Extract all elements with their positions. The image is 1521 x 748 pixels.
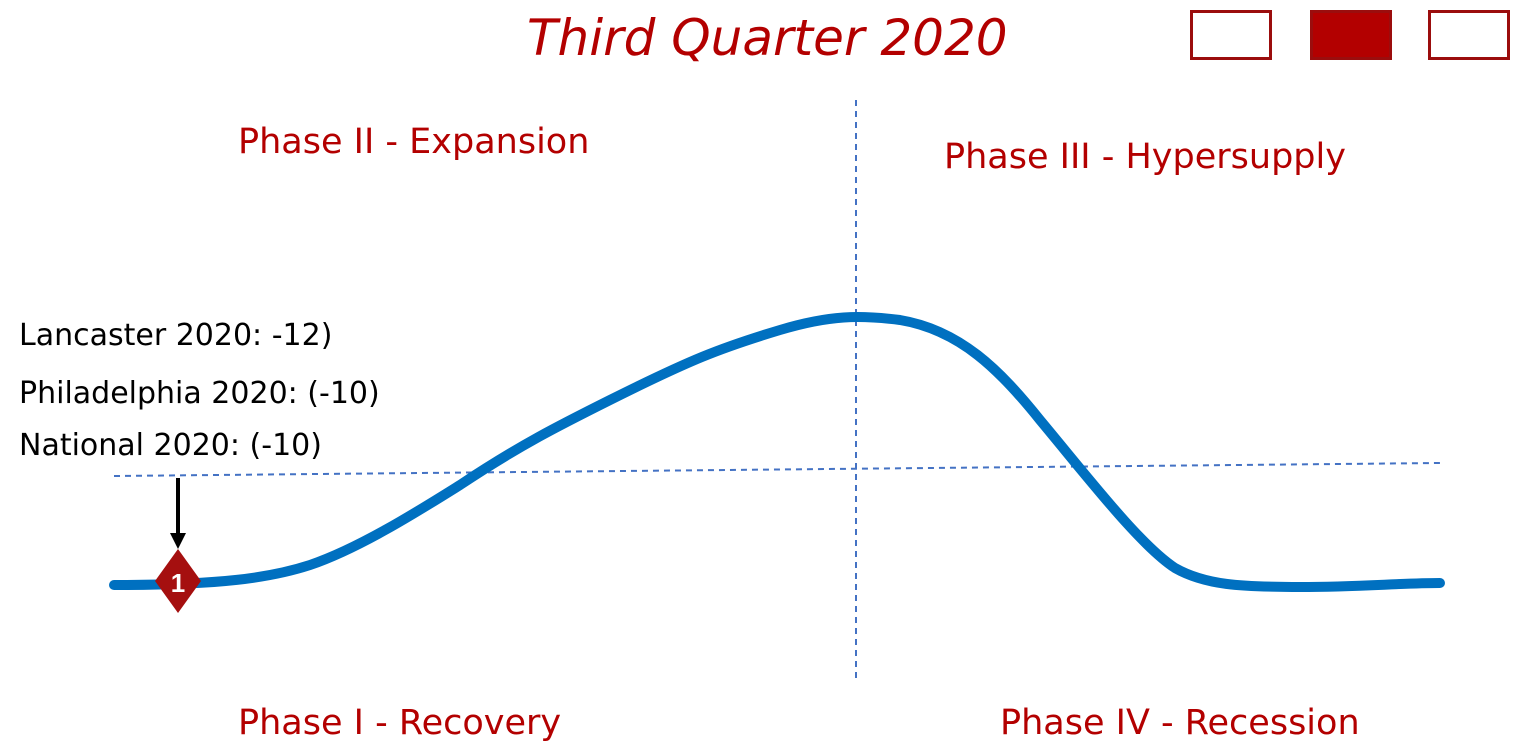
quarter-indicator-3 xyxy=(1428,10,1510,60)
phase-recession-label: Phase IV - Recession xyxy=(1000,703,1360,743)
diagram-title: Third Quarter 2020 xyxy=(527,9,1008,67)
phase-expansion-label: Phase II - Expansion xyxy=(238,122,590,162)
phase-hypersupply-label: Phase III - Hypersupply xyxy=(944,137,1346,177)
market-cycle-curve xyxy=(109,312,1445,592)
quarter-indicator-1 xyxy=(1190,10,1272,60)
market-position-marker xyxy=(155,549,201,613)
horizontal-divider-line xyxy=(113,462,1441,477)
phase-recovery-label: Phase I - Recovery xyxy=(238,703,562,743)
philadelphia-label: Philadelphia 2020: (-10) xyxy=(19,376,380,411)
national-label: National 2020: (-10) xyxy=(19,428,322,463)
marker-arrow-head xyxy=(170,533,186,549)
quarter-indicator-2 xyxy=(1310,10,1392,60)
lancaster-label: Lancaster 2020: -12) xyxy=(19,318,333,353)
market-position-marker-number: 1 xyxy=(171,568,185,598)
